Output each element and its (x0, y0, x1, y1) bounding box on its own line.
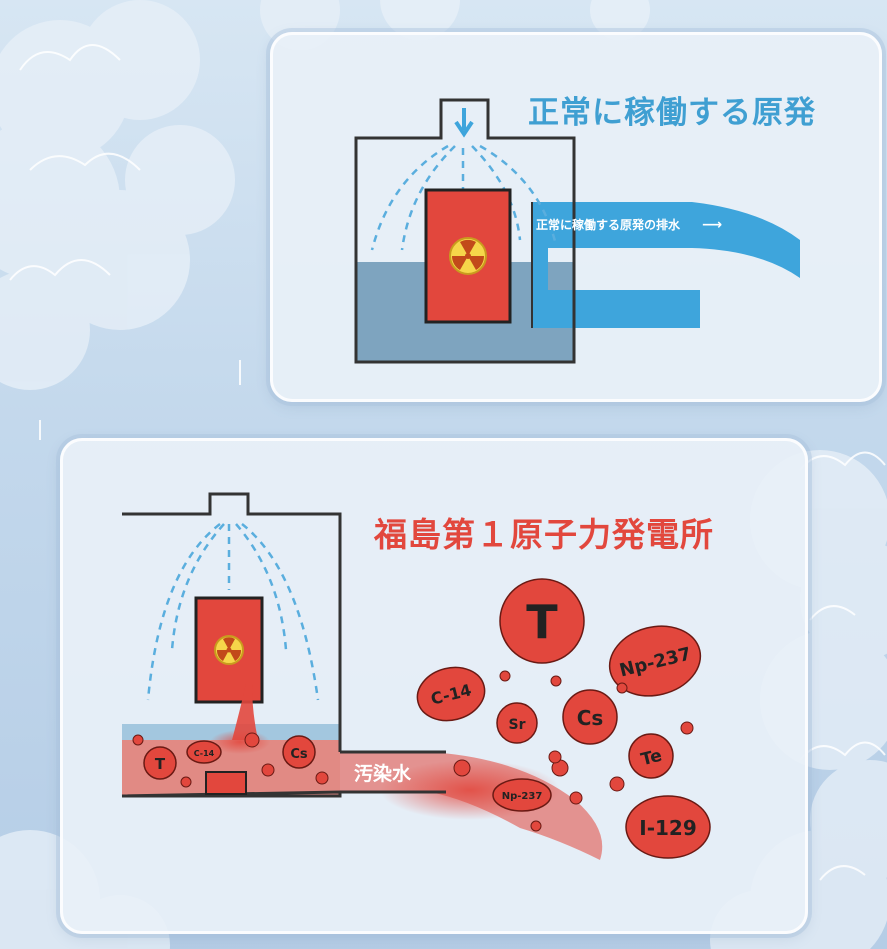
particle-Cs (282, 735, 316, 769)
particle-label: T (155, 755, 166, 773)
leak-plume (232, 684, 258, 740)
normal-reactor-building (354, 98, 800, 364)
isotope-Cs (562, 689, 618, 745)
tank-particles: T C-14 Cs (132, 732, 329, 788)
radiation-icon (214, 635, 244, 665)
pipe-particles: Np-237 (453, 759, 583, 832)
isotope-Te (628, 733, 674, 779)
isotope-cloud: T Np-237 C-14 Sr Cs Te I-129 (416, 578, 711, 859)
contaminated-water-label: 汚染水 (354, 762, 412, 785)
isotope-label: Sr (509, 717, 526, 733)
isotope-label: T (526, 595, 558, 649)
isotope-label: Te (639, 746, 664, 770)
normal-plant-title: 正常に稼働する原発 (528, 95, 816, 131)
isotope-I-129 (625, 795, 711, 859)
debris-block (205, 771, 247, 795)
isotope-label: Cs (577, 706, 604, 730)
isotope-C-14 (416, 666, 486, 722)
outflow-arrow-icon: ⟶ (702, 217, 722, 233)
isotope-Sr (496, 702, 538, 744)
isotope-Np-237 (608, 625, 702, 697)
inflow-arrow-icon (454, 108, 474, 138)
isotope-T (499, 578, 585, 664)
particle-label: Cs (290, 747, 308, 762)
fukushima-plant-title: 福島第１原子力発電所 (374, 515, 714, 554)
radiation-icon (449, 237, 487, 275)
isotope-label: I-129 (639, 816, 697, 840)
particle-label: Np-237 (502, 791, 543, 802)
particle-Np-237-small (492, 778, 552, 812)
normal-outflow-label: 正常に稼働する原発の排水 (536, 217, 681, 232)
particle-label: C-14 (194, 749, 215, 758)
particle-T (143, 746, 177, 780)
particle-C-14 (186, 740, 222, 764)
